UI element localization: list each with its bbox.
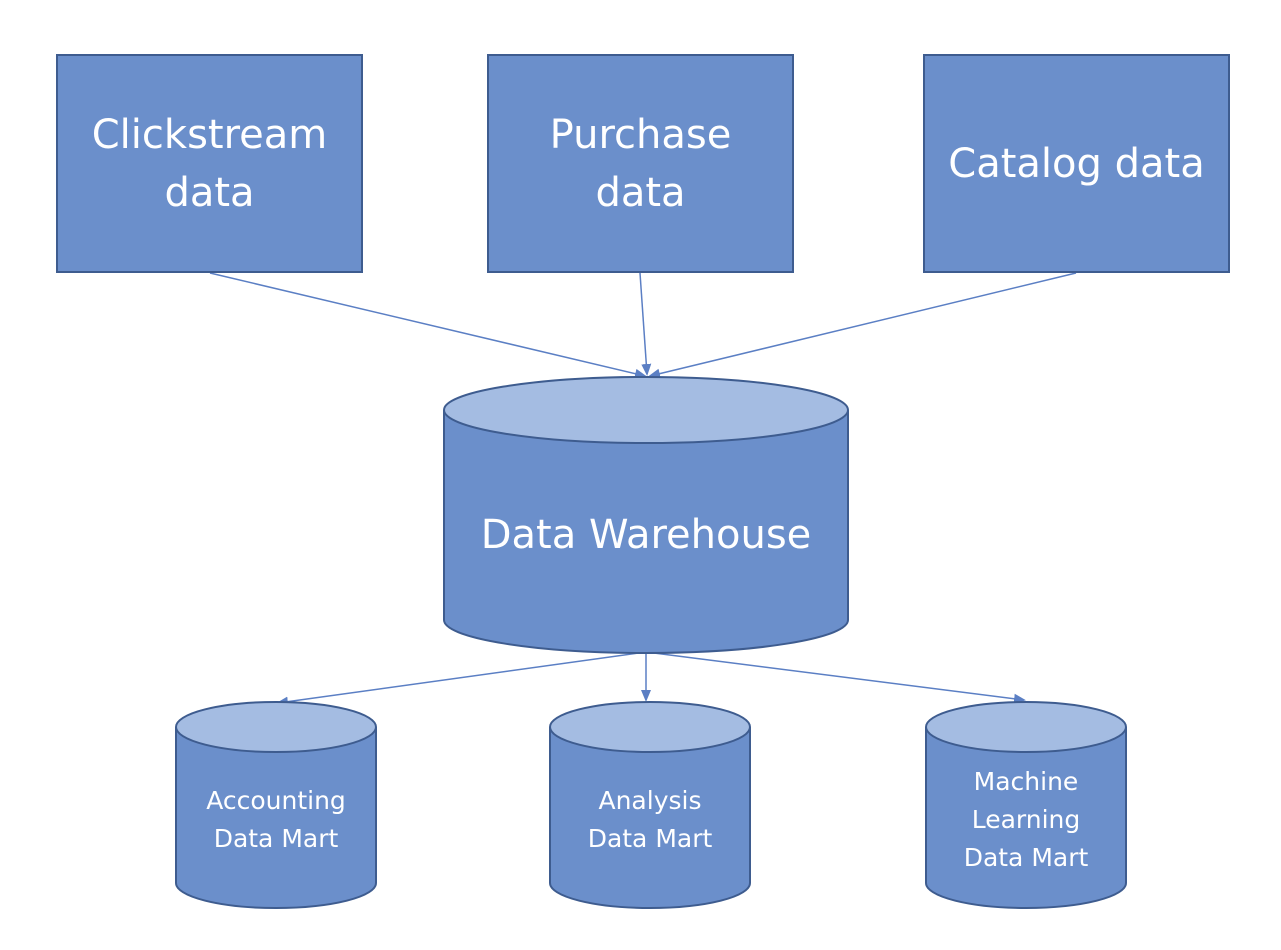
mart-analysis-cylinder xyxy=(549,701,751,909)
mart-analysis-label: Analysis Data Mart xyxy=(587,786,713,853)
arrow-warehouse-to-accounting xyxy=(276,651,647,707)
arrow-clickstream-to-warehouse xyxy=(209,272,647,379)
source-catalog-box: Catalog data xyxy=(923,54,1230,273)
mart-ml-label: Machine Learning Data Mart xyxy=(963,767,1089,872)
source-purchase-label: Purchase data xyxy=(549,111,732,216)
source-clickstream-box: Clickstream data xyxy=(56,54,363,273)
warehouse-cylinder xyxy=(443,376,849,654)
source-catalog-label: Catalog data xyxy=(948,140,1205,187)
source-purchase-box: Purchase data xyxy=(487,54,794,273)
mart-ml-cylinder xyxy=(925,701,1127,909)
arrow-purchase-to-warehouse xyxy=(639,272,652,376)
arrow-catalog-to-warehouse xyxy=(648,272,1077,379)
warehouse-label: Data Warehouse xyxy=(480,512,812,558)
source-clickstream-label: Clickstream data xyxy=(91,111,328,216)
mart-accounting-label: Accounting Data Mart xyxy=(206,786,346,853)
mart-accounting-cylinder xyxy=(175,701,377,909)
arrow-warehouse-to-ml xyxy=(645,651,1026,704)
